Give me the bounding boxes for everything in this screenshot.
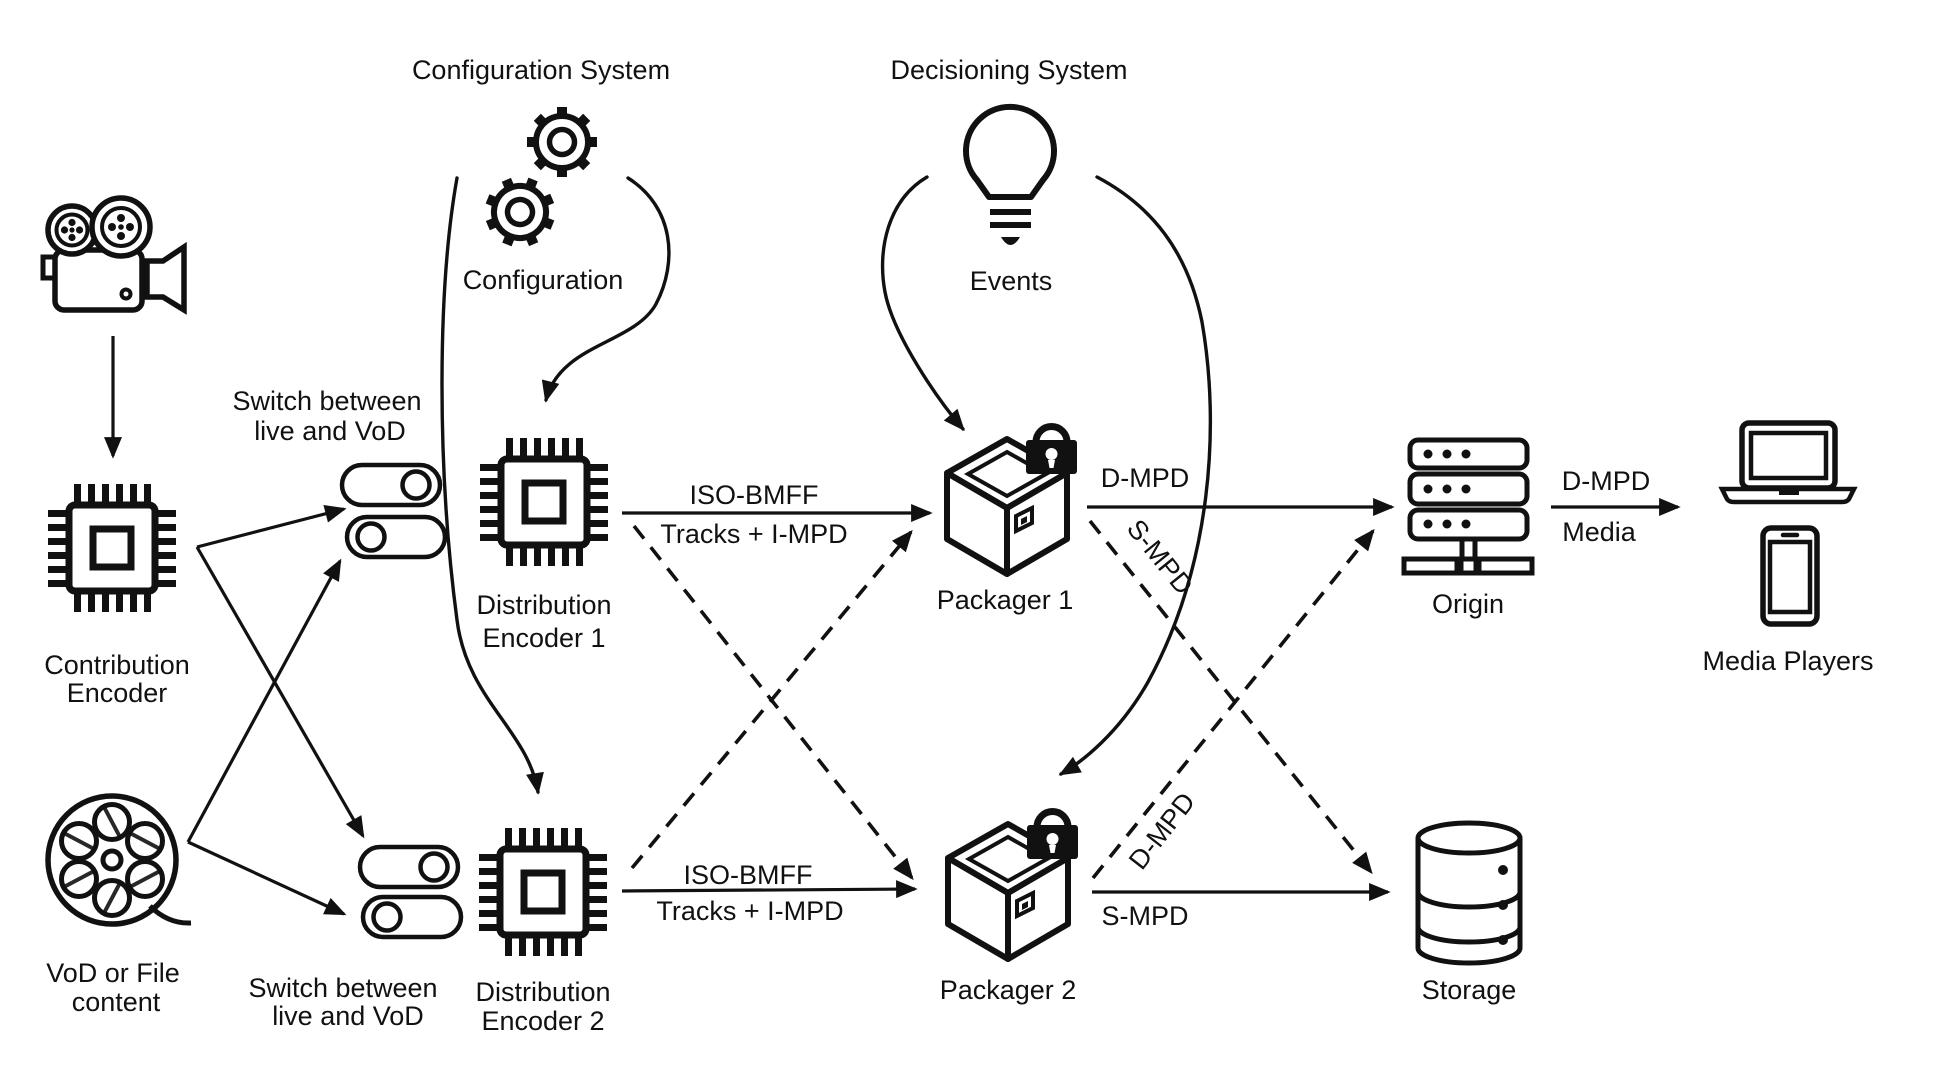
edge-encoder2-packager1-dashed bbox=[630, 529, 913, 870]
smartphone-icon bbox=[1760, 525, 1820, 627]
edges-layer bbox=[104, 175, 1681, 916]
switch-upper-toggles bbox=[342, 465, 445, 557]
contribution-encoder-chip-icon bbox=[48, 484, 176, 612]
edge-contribution-switch-upper bbox=[196, 505, 347, 549]
contribution-encoder-label-line2: Encoder bbox=[67, 678, 168, 708]
switch-lower-label-line2: live and VoD bbox=[272, 1001, 424, 1031]
edge-packager1-storage-dashed bbox=[1088, 519, 1373, 875]
media-players-label: Media Players bbox=[1702, 646, 1873, 676]
edge-encoder1-packager2-dashed bbox=[632, 524, 914, 881]
switch-lower-toggles bbox=[360, 847, 461, 937]
configuration-system-title: Configuration System bbox=[412, 55, 670, 85]
packager1-box-lock-icon bbox=[947, 426, 1077, 574]
vod-content-label-line2: content bbox=[72, 987, 161, 1017]
iso-bmff2-label-line1: ISO-BMFF bbox=[684, 860, 813, 890]
dmpd-packager1-origin-label: D-MPD bbox=[1101, 463, 1190, 493]
distribution-encoder1-label-line2: Encoder 1 bbox=[482, 623, 605, 653]
smpd-packager2-storage-label: S-MPD bbox=[1102, 901, 1189, 931]
edge-events-packager2-curve bbox=[1058, 175, 1213, 776]
iso-bmff1-label-line1: ISO-BMFF bbox=[690, 480, 819, 510]
toggle-vod-icon bbox=[347, 517, 445, 557]
distribution-encoder2-label-line1: Distribution bbox=[475, 977, 610, 1007]
edge-contribution-switch-lower bbox=[195, 546, 365, 839]
distribution-encoder1-chip-icon bbox=[480, 438, 608, 566]
lightbulb-icon bbox=[963, 103, 1057, 245]
distribution-encoder1-label-line1: Distribution bbox=[476, 590, 611, 620]
switch-lower-label-line1: Switch between bbox=[248, 973, 437, 1003]
distribution-encoder2-label-line2: Encoder 2 bbox=[481, 1006, 604, 1036]
edge-packager2-origin-dashed bbox=[1091, 528, 1375, 880]
edge-vod-switch-upper bbox=[186, 558, 342, 843]
packager2-label: Packager 2 bbox=[940, 975, 1077, 1005]
laptop-icon bbox=[1718, 420, 1858, 505]
toggle-live-icon bbox=[360, 847, 458, 887]
dmpd-packager2-origin-label: D-MPD bbox=[1123, 787, 1201, 875]
iso-bmff2-label-line2: Tracks + I-MPD bbox=[656, 896, 843, 926]
smpd-packager1-storage-label: S-MPD bbox=[1121, 514, 1199, 600]
edge-configuration-encoder2-curve bbox=[440, 176, 544, 795]
gears-icon bbox=[474, 107, 597, 258]
storage-label: Storage bbox=[1422, 975, 1517, 1005]
edge-events-packager1-curve bbox=[880, 175, 965, 432]
origin-label: Origin bbox=[1432, 589, 1504, 619]
switch-upper-label-line2: live and VoD bbox=[254, 416, 406, 446]
edge-configuration-encoder1-curve bbox=[541, 176, 671, 403]
media-origin-players-label: Media bbox=[1562, 517, 1637, 547]
film-camera-icon bbox=[40, 195, 187, 315]
packager1-label: Packager 1 bbox=[937, 585, 1074, 615]
edge-encoder2-packager2 bbox=[621, 880, 918, 899]
server-icon bbox=[1401, 437, 1535, 576]
vod-content-label-line1: VoD or File bbox=[46, 958, 180, 988]
switch-upper-label-line1: Switch between bbox=[232, 386, 421, 416]
contribution-encoder-label-line1: Contribution bbox=[44, 650, 190, 680]
dmpd-origin-players-label: D-MPD bbox=[1562, 466, 1651, 496]
packager2-box-lock-icon bbox=[948, 811, 1078, 959]
edge-vod-switch-lower bbox=[187, 840, 347, 916]
film-reel-icon bbox=[45, 793, 192, 927]
toggle-vod-icon bbox=[363, 897, 461, 937]
toggle-live-icon bbox=[342, 465, 440, 505]
database-icon bbox=[1415, 820, 1523, 966]
configuration-flow-label: Configuration bbox=[463, 265, 624, 295]
events-flow-label: Events bbox=[970, 266, 1053, 296]
decisioning-system-title: Decisioning System bbox=[890, 55, 1127, 85]
iso-bmff1-label-line2: Tracks + I-MPD bbox=[660, 519, 847, 549]
distribution-encoder2-chip-icon bbox=[479, 828, 607, 956]
